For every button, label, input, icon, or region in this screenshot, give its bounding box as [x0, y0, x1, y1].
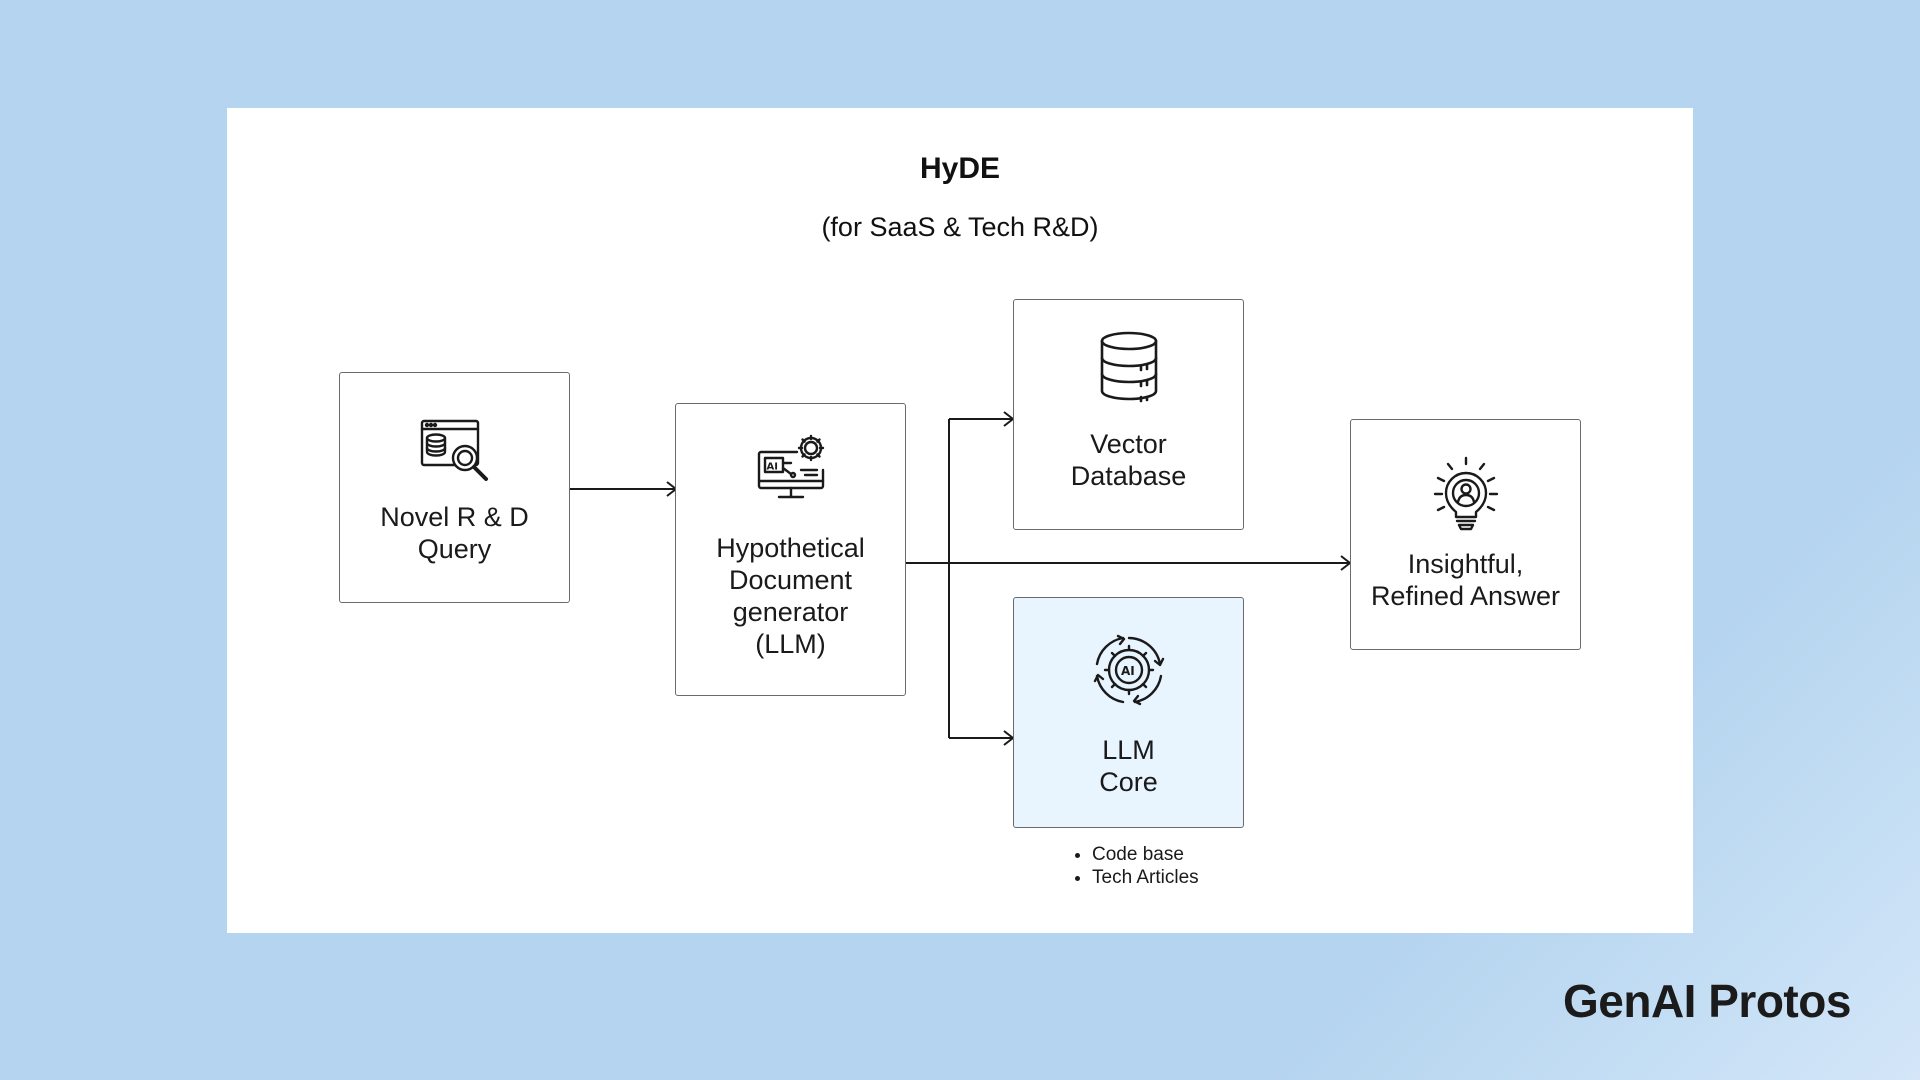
label-line: Novel R & D: [380, 502, 529, 532]
diagram-panel: HyDE (for SaaS & Tech R&D): [227, 108, 1693, 933]
label-line: Document: [728, 565, 853, 595]
node-llm-core-label: LLM Core: [1020, 734, 1237, 798]
label-line: Hypothetical: [716, 533, 865, 563]
node-vector-db-label: Vector Database: [1020, 428, 1237, 492]
arrowhead-answer: [1340, 555, 1352, 571]
svg-text:AI: AI: [766, 462, 777, 473]
llm-core-sources-list: Code base Tech Articles: [1070, 843, 1199, 889]
node-generator-label: Hypothetical Document generator (LLM): [682, 532, 899, 660]
label-line: Database: [1070, 461, 1187, 491]
label-line: Vector: [1090, 429, 1167, 459]
ai-cycle-gear-icon: AI: [1089, 630, 1169, 710]
node-generator: AI Hypothetical Document generator (LLM): [675, 403, 906, 696]
list-item: Code base: [1092, 843, 1199, 866]
diagram-title: HyDE: [919, 152, 1001, 185]
label-line: LLM: [1102, 735, 1155, 765]
label-line: Query: [417, 534, 492, 564]
database-search-icon: [415, 413, 495, 493]
lightbulb-person-icon: [1426, 454, 1506, 534]
label-line: Insightful,: [1407, 549, 1524, 579]
brand-logo: GenAI Protos: [1563, 975, 1851, 1027]
label-line: Refined Answer: [1370, 581, 1561, 611]
database-icon: [1089, 328, 1169, 408]
ai-monitor-gear-icon: AI: [751, 430, 831, 510]
label-line: generator: [732, 597, 849, 627]
arrowhead-vector-db: [1003, 411, 1015, 427]
node-query-label: Novel R & D Query: [346, 501, 563, 565]
diagram-subtitle: (for SaaS & Tech R&D): [821, 212, 1099, 242]
node-answer-label: Insightful, Refined Answer: [1357, 548, 1574, 612]
arrowhead-llm-core: [1003, 730, 1015, 746]
svg-text:AI: AI: [1121, 664, 1135, 678]
node-answer: Insightful, Refined Answer: [1350, 419, 1581, 650]
node-vector-db: Vector Database: [1013, 299, 1244, 530]
node-llm-core: AI LLM Core: [1013, 597, 1244, 828]
label-line: Core: [1099, 767, 1158, 797]
list-item: Tech Articles: [1092, 866, 1199, 889]
node-query: Novel R & D Query: [339, 372, 570, 603]
label-line: (LLM): [755, 629, 826, 659]
